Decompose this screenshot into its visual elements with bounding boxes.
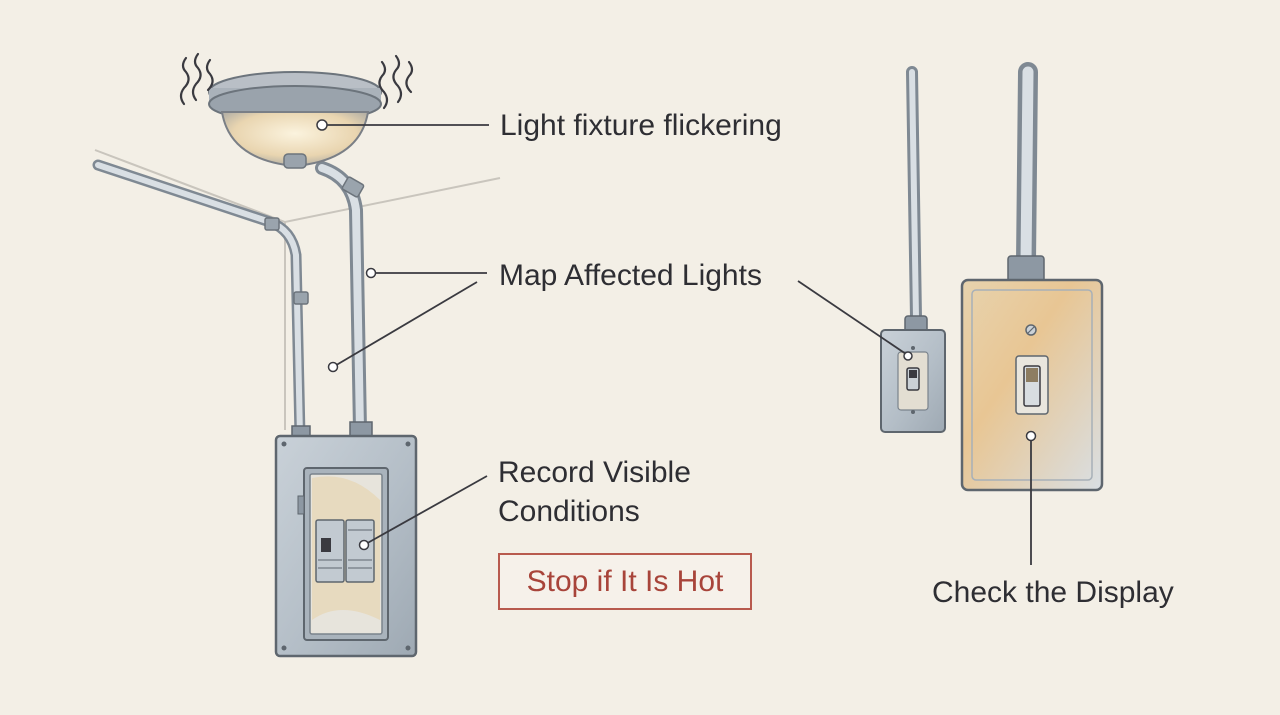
record-callout-line2: Conditions xyxy=(498,495,640,528)
room-corner-lines xyxy=(94,149,501,430)
fixture-callout: Light fixture flickering xyxy=(500,109,782,142)
warning-text: Stop if It Is Hot xyxy=(526,564,724,598)
map-lights-callout: Map Affected Lights xyxy=(499,259,762,292)
small-switch xyxy=(880,315,946,433)
check-display-callout: Check the Display xyxy=(932,576,1174,609)
light-fixture xyxy=(208,71,382,169)
warning-box: Stop if It Is Hot xyxy=(498,553,752,610)
electrical-panel xyxy=(274,421,418,658)
large-switch xyxy=(960,255,1104,492)
switch-cables xyxy=(906,62,1038,324)
leader-lines xyxy=(322,124,1032,565)
record-callout-line1: Record Visible xyxy=(498,456,691,489)
conduit-fixture xyxy=(315,161,367,437)
conduit-left xyxy=(92,159,309,442)
leader-dots xyxy=(316,119,1037,551)
flicker-marks xyxy=(179,52,414,110)
